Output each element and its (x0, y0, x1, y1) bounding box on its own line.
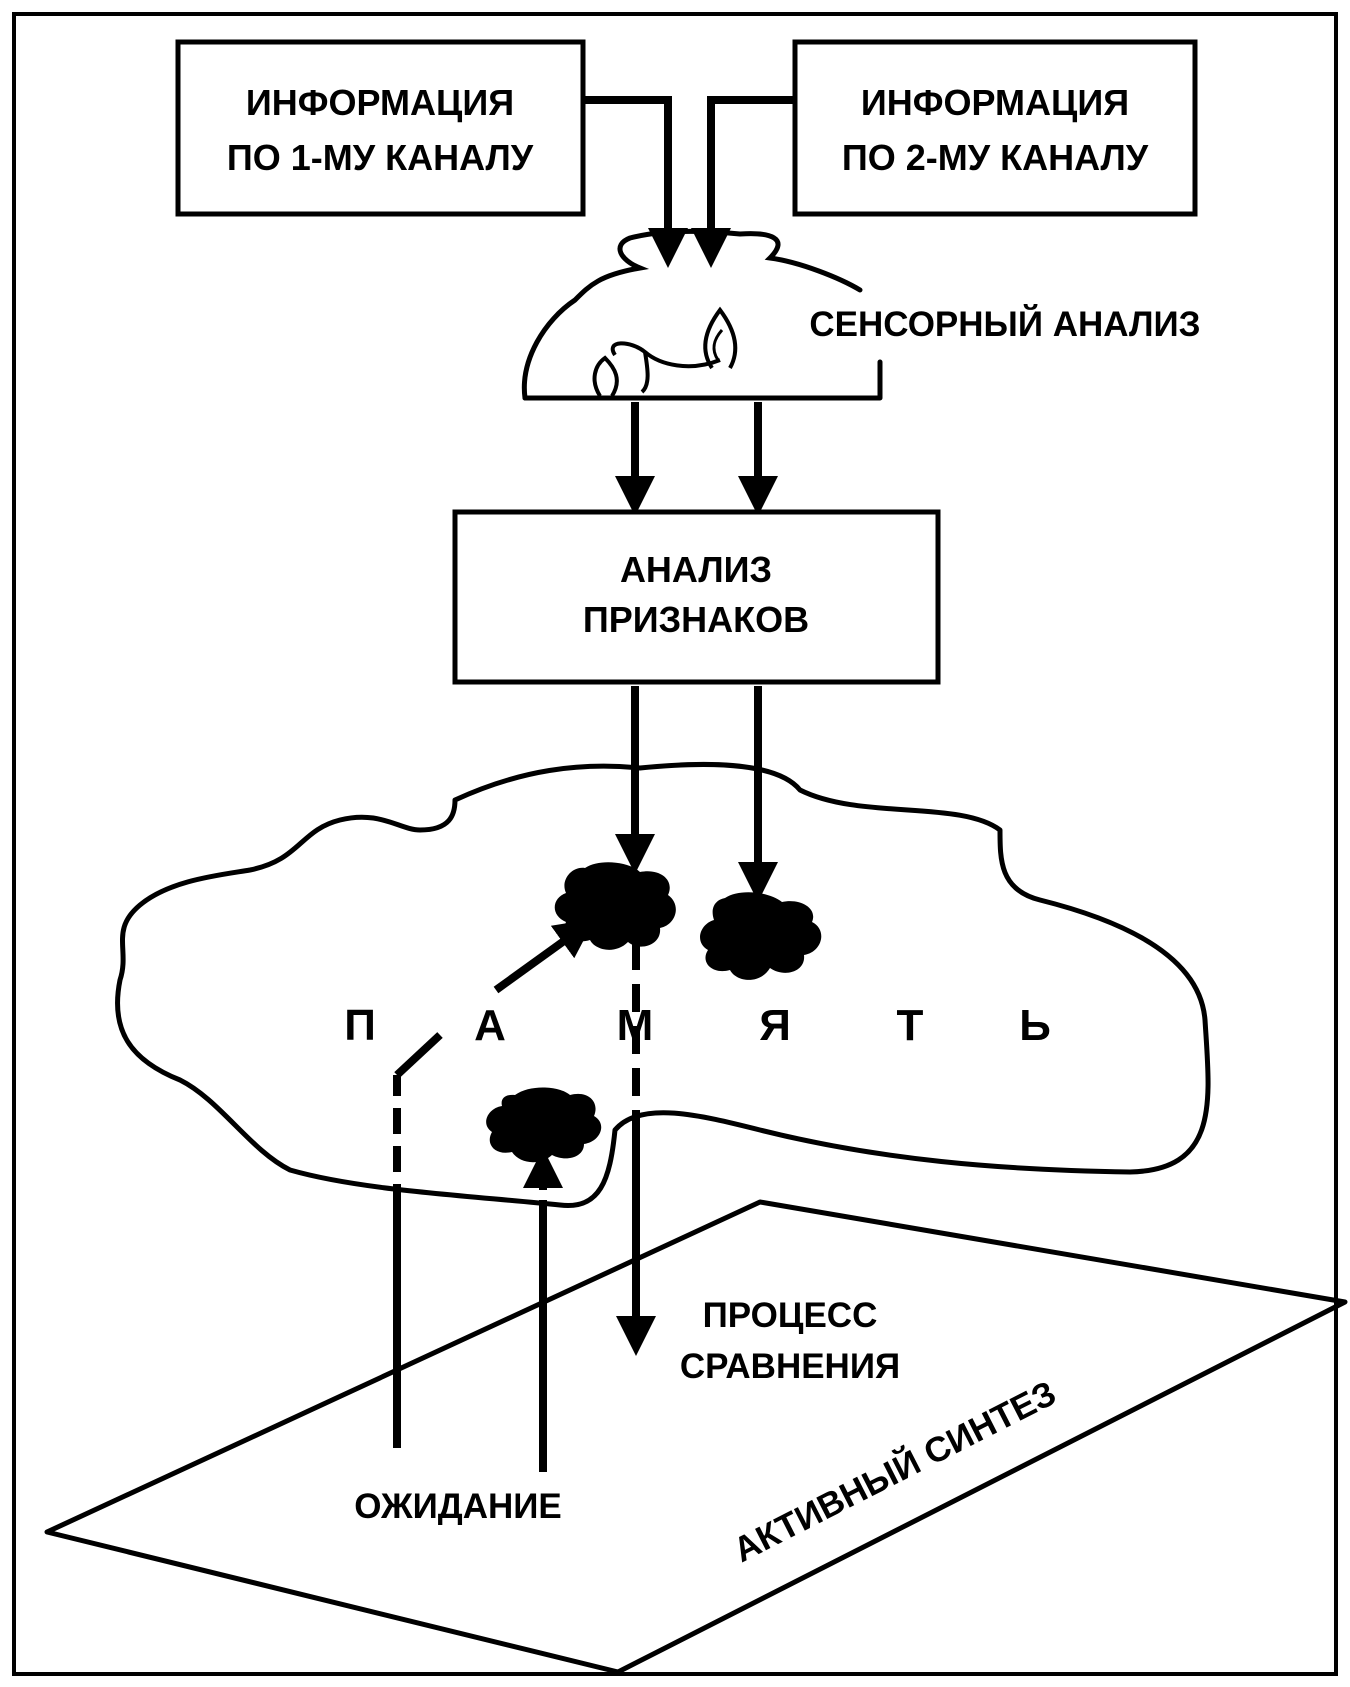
channel-1-title: ИНФОРМАЦИЯ (246, 82, 514, 123)
channel-2-title: ИНФОРМАЦИЯ (861, 82, 1129, 123)
channel-1-subtitle: ПО 1-МУ КАНАЛУ (227, 137, 534, 178)
sensory-analysis-label: СЕНСОРНЫЙ АНАЛИЗ (809, 304, 1200, 344)
feature-analysis-box: АНАЛИЗ ПРИЗНАКОВ (452, 509, 941, 685)
channel-2-box: ИНФОРМАЦИЯ ПО 2-МУ КАНАЛУ (792, 39, 1198, 217)
channel-2-subtitle: ПО 2-МУ КАНАЛУ (842, 137, 1149, 178)
memory-letter: Т (897, 1001, 924, 1050)
feature-analysis-subtitle: ПРИЗНАКОВ (583, 599, 809, 640)
sensory-analysis-shape (521, 228, 883, 401)
channel-1-box: ИНФОРМАЦИЯ ПО 1-МУ КАНАЛУ (175, 39, 586, 217)
comparison-label-line-2: СРАВНЕНИЯ (680, 1347, 900, 1386)
active-synthesis-plane (44, 1199, 1348, 1675)
outer-frame (12, 12, 1338, 1676)
channel-1-arrow (583, 96, 688, 268)
memory-letter: Я (759, 1001, 791, 1050)
comparison-label-line-1: ПРОЦЕСС (703, 1296, 878, 1335)
channel-2-arrow (691, 96, 795, 268)
memory-letter: Ь (1019, 1001, 1051, 1050)
expectation-label: ОЖИДАНИЕ (354, 1487, 562, 1526)
expectation-arrow-1 (493, 918, 595, 994)
expectation-line-1-diagonal-lower (394, 1032, 443, 1078)
memory-blot-3 (486, 1087, 602, 1163)
memory-letter: П (344, 1001, 376, 1050)
memory-cloud (115, 761, 1211, 1209)
memory-letter: А (474, 1001, 506, 1050)
memory-blot-2 (700, 892, 822, 980)
feature-analysis-title: АНАЛИЗ (620, 549, 772, 590)
